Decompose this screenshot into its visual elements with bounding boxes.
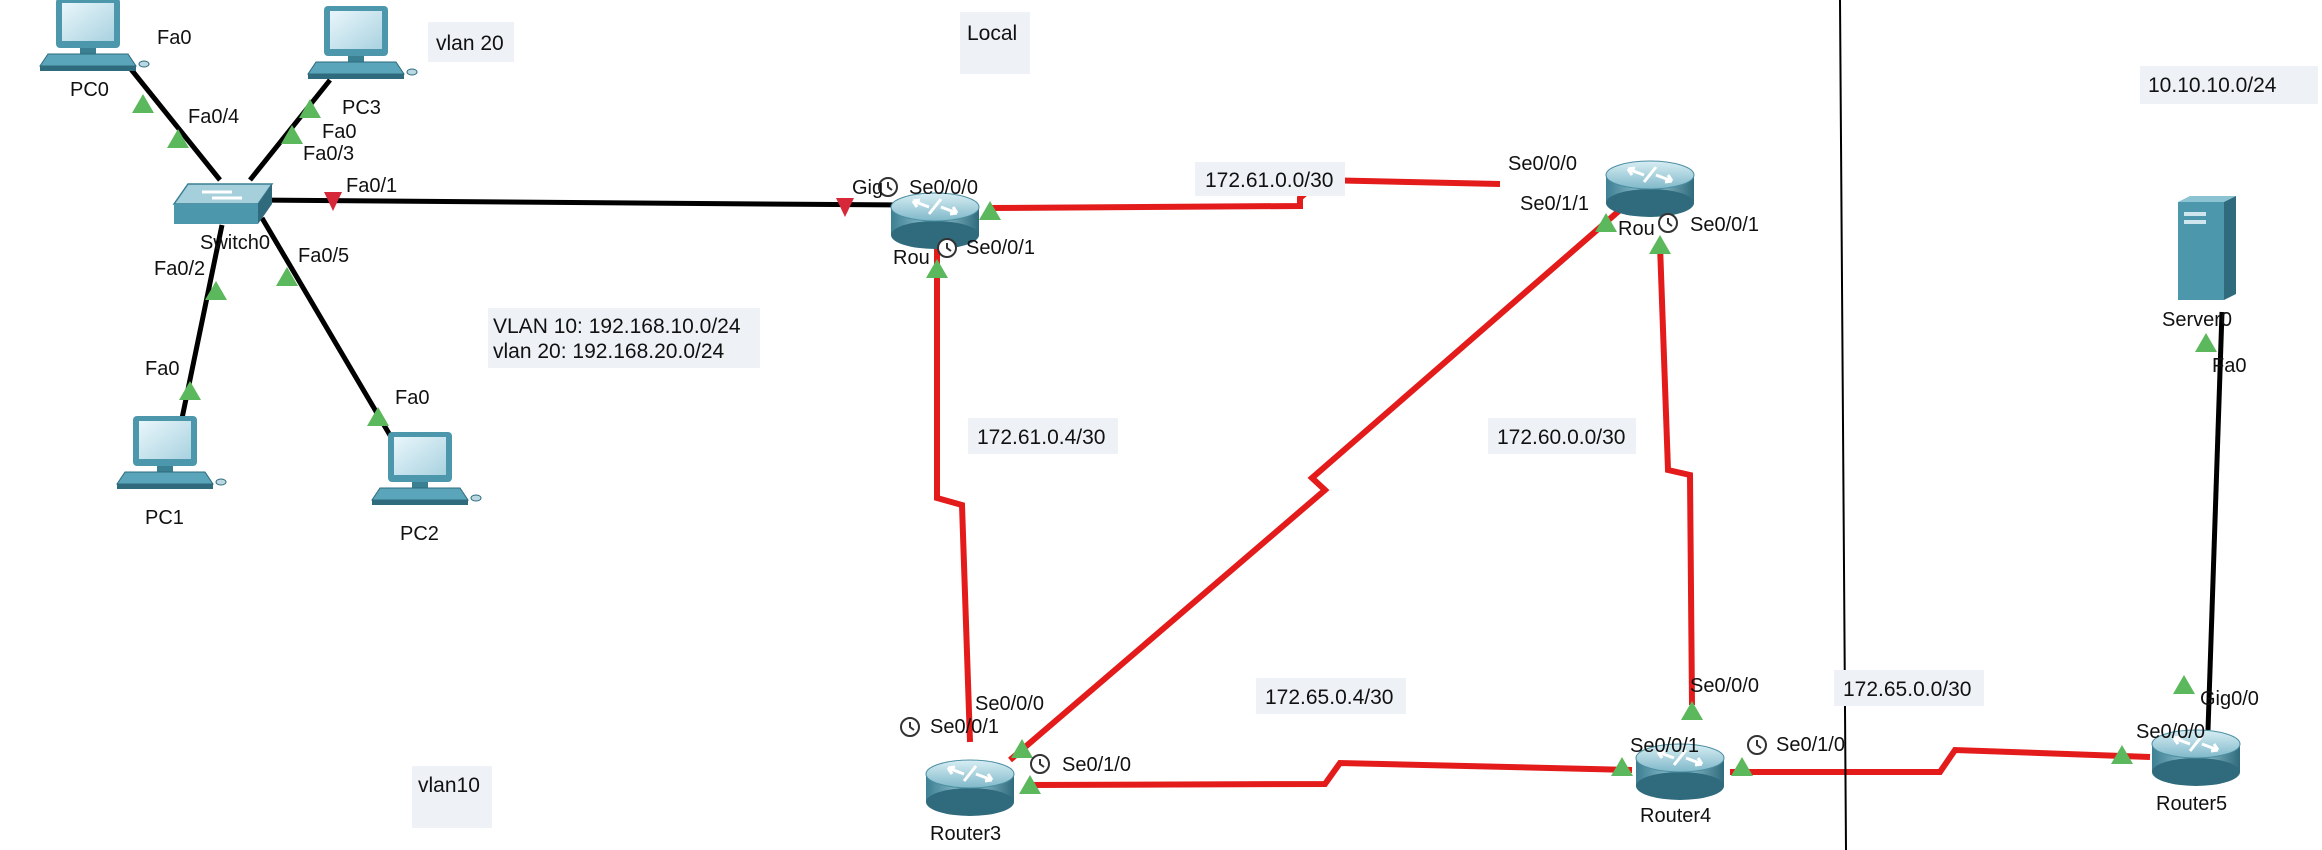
note-network[interactable]: 10.10.10.0/24: [2140, 66, 2318, 104]
svg-text:Router4: Router4: [1640, 805, 1711, 827]
pc0[interactable]: PC0: [39, 0, 150, 101]
pc1[interactable]: PC1: [116, 415, 227, 529]
port-label: Fa0: [322, 121, 356, 143]
svg-text:Local: Local: [967, 22, 1017, 45]
svg-text:Router5: Router5: [2156, 793, 2227, 815]
area-divider: [1839, 0, 1847, 850]
link-switch0-pc2[interactable]: [259, 216, 397, 444]
port-label: Gig: [852, 177, 883, 199]
link-label-r3-r4: 172.65.0.4/30: [1256, 678, 1406, 714]
svg-text:Rou: Rou: [1618, 218, 1655, 240]
svg-text:vlan 20: 192.168.20.0/24: vlan 20: 192.168.20.0/24: [493, 340, 725, 363]
router-b[interactable]: Rou: [1604, 159, 1696, 240]
svg-text:Router3: Router3: [930, 823, 1001, 845]
note-local[interactable]: Local: [960, 12, 1030, 74]
link-router4-router5[interactable]: [1730, 746, 2151, 775]
port-label: Fa0/2: [154, 258, 205, 280]
port-label: Se0/0/0: [975, 693, 1044, 715]
svg-text:172.65.0.0/30: 172.65.0.0/30: [1843, 678, 1971, 701]
port-label: Se0/0/1: [930, 716, 999, 738]
port-label: Gig0/0: [2200, 688, 2259, 710]
link-label-ra-r3: 172.61.0.4/30: [968, 418, 1118, 454]
port-label: Fa0: [395, 387, 429, 409]
port-label: Fa0/1: [346, 175, 397, 197]
clock-icon: [900, 717, 920, 737]
router-a[interactable]: Rou: [889, 191, 981, 269]
router5[interactable]: Router5: [2150, 728, 2242, 815]
pc3[interactable]: PC3: [307, 5, 418, 119]
svg-text:vlan10: vlan10: [418, 774, 480, 797]
link-pc0-switch0[interactable]: [128, 66, 222, 182]
note-vlan-subnets[interactable]: VLAN 10: 192.168.10.0/24 vlan 20: 192.16…: [488, 308, 760, 368]
links: [128, 66, 2225, 788]
svg-text:vlan 20: vlan 20: [436, 32, 504, 55]
svg-text:Rou: Rou: [893, 247, 930, 269]
port-up-indicator: [1681, 701, 1703, 720]
port-label: Se0/0/1: [1630, 735, 1699, 757]
router3[interactable]: Router3: [924, 758, 1016, 845]
pc2[interactable]: PC2: [371, 431, 482, 545]
port-label: Fa0/4: [188, 106, 239, 128]
svg-text:10.10.10.0/24: 10.10.10.0/24: [2148, 74, 2277, 97]
clock-icon: [1747, 735, 1767, 755]
link-router-a-router-b[interactable]: [989, 176, 1501, 211]
link-label-ra-rb: 172.61.0.0/30: [1195, 162, 1345, 196]
svg-text:172.60.0.0/30: 172.60.0.0/30: [1497, 426, 1625, 449]
link-router-b-router4[interactable]: [1657, 244, 1695, 706]
port-up-indicator: [1731, 757, 1753, 776]
port-label: Se0/0/1: [966, 237, 1035, 259]
port-up-indicator: [367, 407, 389, 426]
note-vlan10[interactable]: vlan10: [412, 766, 492, 828]
server0[interactable]: Server0: [2162, 196, 2236, 331]
svg-text:Server0: Server0: [2162, 309, 2232, 331]
clock-icon: [1030, 754, 1050, 774]
link-label-r4-r5: 172.65.0.0/30: [1834, 670, 1984, 706]
port-label: Fa0/3: [303, 143, 354, 165]
link-router-b-router3[interactable]: [1008, 207, 1622, 763]
port-up-indicator: [299, 99, 321, 118]
note-vlan20[interactable]: vlan 20: [428, 22, 514, 62]
port-up-indicator: [2173, 675, 2195, 694]
link-server0-router5[interactable]: [2205, 311, 2225, 731]
svg-text:172.61.0.0/30: 172.61.0.0/30: [1205, 169, 1333, 192]
port-label: Se0/0/0: [2136, 721, 2205, 743]
port-label: Se0/1/0: [1062, 754, 1131, 776]
port-label: Se0/0/0: [909, 177, 978, 199]
port-label: Fa0: [157, 27, 191, 49]
port-labels: Fa0 Fa0/4 Fa0 Fa0/3 Fa0/1 Fa0/2 Fa0/5 Fa…: [145, 27, 2259, 776]
router4[interactable]: Router4: [1634, 742, 1726, 827]
svg-text:172.65.0.4/30: 172.65.0.4/30: [1265, 686, 1393, 709]
link-label-rb-r4: 172.60.0.0/30: [1488, 418, 1636, 454]
svg-text:PC0: PC0: [70, 79, 109, 101]
port-up-indicator: [179, 381, 201, 400]
port-label: Fa0/5: [298, 245, 349, 267]
link-switch0-router-a[interactable]: [249, 197, 901, 208]
clock-icon: [937, 238, 957, 258]
port-label: Se0/1/0: [1776, 734, 1845, 756]
svg-text:172.61.0.4/30: 172.61.0.4/30: [977, 426, 1105, 449]
port-label: Fa0: [145, 358, 179, 380]
port-label: Fa0: [2212, 355, 2246, 377]
svg-text:PC2: PC2: [400, 523, 439, 545]
port-up-indicator: [1611, 757, 1633, 776]
clock-icon: [1658, 213, 1678, 233]
port-label: Se0/0/0: [1690, 675, 1759, 697]
switch0[interactable]: Switch0: [172, 183, 274, 254]
port-label: Se0/0/0: [1508, 153, 1577, 175]
port-down-indicator: [836, 198, 854, 217]
port-label: Se0/1/1: [1520, 193, 1589, 215]
svg-text:VLAN 10: 192.168.10.0/24: VLAN 10: 192.168.10.0/24: [493, 315, 741, 338]
svg-text:Switch0: Switch0: [200, 232, 270, 254]
link-router-a-router3[interactable]: [934, 245, 973, 743]
port-up-indicator: [2195, 333, 2217, 352]
svg-text:PC1: PC1: [145, 507, 184, 529]
svg-text:PC3: PC3: [342, 97, 381, 119]
link-router3-router4[interactable]: [1029, 759, 1633, 788]
port-label: Se0/0/1: [1690, 214, 1759, 236]
